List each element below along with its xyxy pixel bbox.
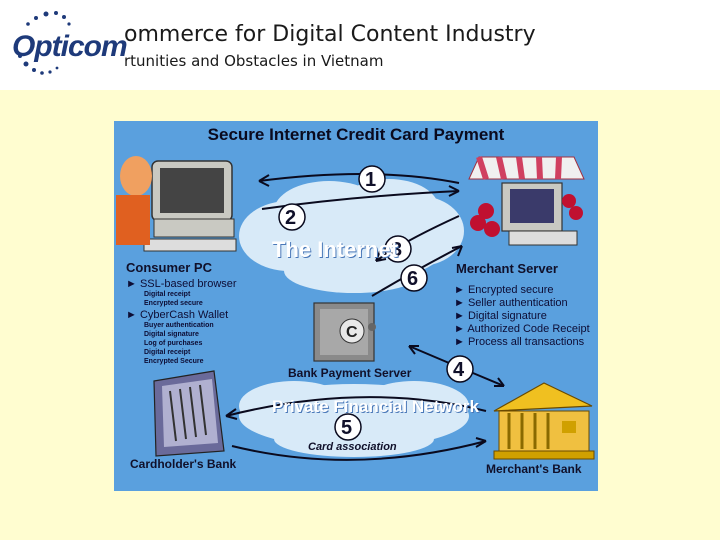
merchants-bank-title: Merchant's Bank <box>486 462 582 476</box>
step-6-marker: 6 <box>400 264 428 292</box>
header: Opticom ommerce for Digital Content Indu… <box>0 0 720 90</box>
step-1-marker: 1 <box>358 165 386 193</box>
consumer-bullet-1-text: SSL-based browser <box>139 278 237 290</box>
step-6-number: 6 <box>407 268 418 290</box>
merchants-bank-icon <box>493 382 595 460</box>
merchant-bullet-3-text: Digital signature <box>467 310 547 322</box>
merchant-bullet-5: ► Process all transactions <box>454 336 585 348</box>
step-3-marker: 3 <box>384 235 412 263</box>
merchant-bullet-2-text: Seller authentication <box>467 297 568 309</box>
merchant-bullet-5-text: Process all transactions <box>467 336 585 348</box>
logo-dots-icon <box>18 11 71 75</box>
merchant-bullet-2: ► Seller authentication <box>454 297 568 309</box>
merchant-bullet-1: ► Encrypted secure <box>454 284 554 296</box>
consumer-bullet-2: ► CyberCash Wallet <box>126 309 229 321</box>
private-network-label: Private Financial Network <box>272 397 479 416</box>
consumer-bullet-2-text: CyberCash Wallet <box>139 309 229 321</box>
bank-payment-server-icon: C <box>313 302 376 362</box>
cardholders-bank-title: Cardholder's Bank <box>130 457 237 471</box>
internet-cloud <box>239 179 464 293</box>
bank-payment-server-title: Bank Payment Server <box>288 366 412 380</box>
consumer-bullet-1: ► SSL-based browser <box>126 278 237 290</box>
svg-text:C: C <box>346 324 358 341</box>
step-2-marker: 2 <box>278 203 306 231</box>
merchant-server-icon <box>468 156 585 246</box>
consumer-pc-title: Consumer PC <box>126 260 212 275</box>
consumer-sub-1: Digital receipt <box>144 291 191 298</box>
page-subtitle: rtunities and Obstacles in Vietnam <box>124 52 384 70</box>
step-4-number: 4 <box>453 359 465 381</box>
step-5-marker: 5 <box>334 413 362 441</box>
consumer-sub-3: Buyer authentication <box>144 322 214 329</box>
cardholders-bank-icon <box>153 370 225 457</box>
consumer-sub-4: Digital signature <box>144 331 199 338</box>
merchant-server-title: Merchant Server <box>456 261 558 276</box>
diagram-title: Secure Internet Credit Card Payment <box>207 125 505 144</box>
consumer-sub-2: Encrypted secure <box>144 300 203 307</box>
merchant-bullet-4: ► Authorized Code Receipt <box>454 323 590 335</box>
consumer-sub-7: Encrypted Secure <box>144 358 204 365</box>
merchant-bullet-3: ► Digital signature <box>454 310 547 322</box>
logo-text: Opticom <box>12 30 128 63</box>
consumer-pc-icon <box>116 156 237 252</box>
step-5-number: 5 <box>341 417 352 439</box>
card-association-label: Card association <box>308 441 397 453</box>
step-4-marker: 4 <box>446 355 474 383</box>
step-1-number: 1 <box>365 169 376 191</box>
opticom-logo: Opticom <box>6 8 128 86</box>
step-markers: 1 2 3 6 4 5 <box>278 165 474 441</box>
consumer-sub-5: Log of purchases <box>144 340 203 347</box>
step-3-number: 3 <box>391 239 402 261</box>
diagram-graphics: C <box>116 156 595 461</box>
page-title: ommerce for Digital Content Industry <box>124 22 536 47</box>
consumer-sub-6: Digital receipt <box>144 349 191 356</box>
step-2-number: 2 <box>285 207 296 229</box>
payment-diagram: C <box>114 121 598 491</box>
merchant-bullet-1-text: Encrypted secure <box>467 284 554 296</box>
internet-label: The Internet <box>272 237 398 262</box>
merchant-bullet-4-text: Authorized Code Receipt <box>467 323 590 335</box>
